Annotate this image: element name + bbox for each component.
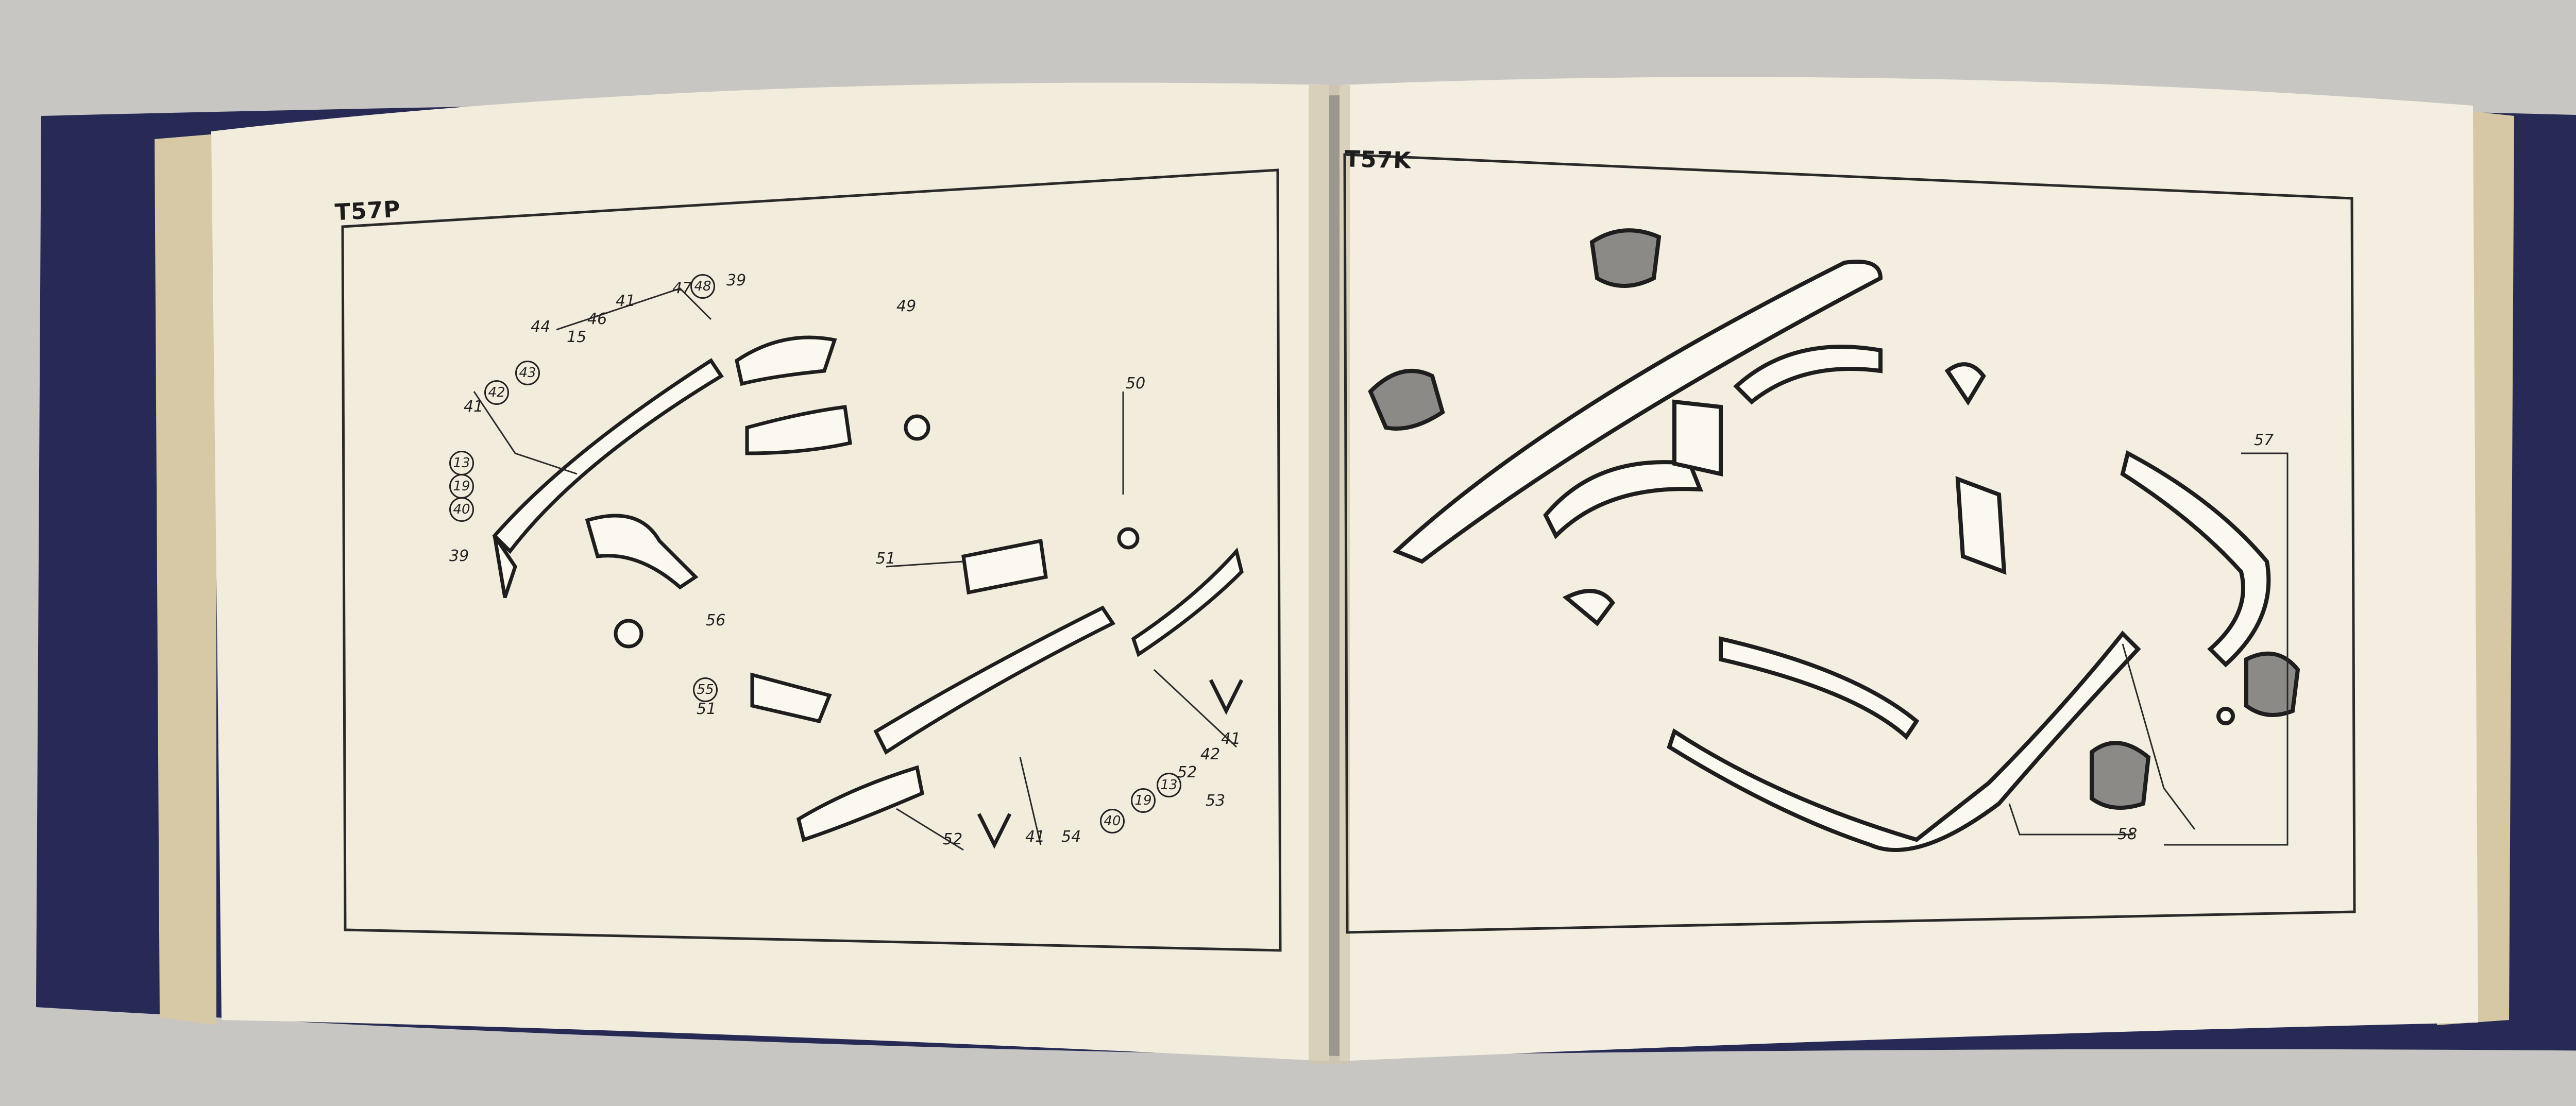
callout-19-b: 19 [1131, 788, 1156, 813]
left-page [211, 82, 1329, 1062]
callout-42-a: 42 [484, 380, 509, 405]
callout-53: 53 [1206, 792, 1226, 810]
callout-54: 54 [1061, 828, 1081, 846]
right-page-code: T57K [1344, 146, 1412, 174]
callout-39-b: 39 [449, 547, 469, 565]
callout-52-b: 52 [1177, 763, 1197, 781]
gutter-shadow [1309, 85, 1350, 1064]
left-leader-lines [473, 287, 1238, 851]
callout-39-a: 39 [726, 271, 747, 290]
callout-19-a: 19 [449, 474, 474, 499]
right-diagram-frame [1343, 153, 2356, 934]
callout-52-a: 52 [943, 830, 963, 848]
callout-41-a: 41 [616, 292, 636, 310]
callout-44: 44 [531, 318, 551, 336]
callout-50: 50 [1126, 375, 1146, 393]
callout-41-d: 41 [1221, 730, 1241, 748]
callout-51-b: 51 [697, 700, 717, 718]
right-page [1340, 77, 2478, 1061]
callout-58: 58 [2117, 825, 2138, 843]
callout-15: 15 [567, 328, 587, 346]
right-parts-drawing [1368, 228, 2300, 852]
callout-47: 47 [672, 279, 692, 297]
left-diagram-frame [341, 168, 1282, 952]
callout-41-c: 41 [1025, 828, 1045, 846]
callout-40-b: 40 [1100, 809, 1125, 833]
callout-48: 48 [690, 274, 715, 299]
callout-57: 57 [2254, 431, 2274, 449]
callout-56: 56 [706, 611, 726, 629]
right-leader-lines [2008, 452, 2289, 846]
left-page-code: T57P [334, 196, 401, 226]
callout-49: 49 [896, 297, 917, 315]
left-parts-drawing [492, 335, 1244, 849]
callout-42-b: 42 [1200, 745, 1221, 763]
callout-41-b: 41 [464, 398, 484, 416]
callout-40-a: 40 [449, 497, 474, 522]
callout-51-a: 51 [876, 550, 896, 568]
page-edge-left [155, 134, 216, 1025]
callout-13-b: 13 [1157, 773, 1181, 797]
callout-43: 43 [515, 361, 540, 385]
callout-13-a: 13 [449, 451, 474, 475]
callout-46: 46 [587, 310, 607, 328]
callout-55: 55 [693, 677, 718, 702]
